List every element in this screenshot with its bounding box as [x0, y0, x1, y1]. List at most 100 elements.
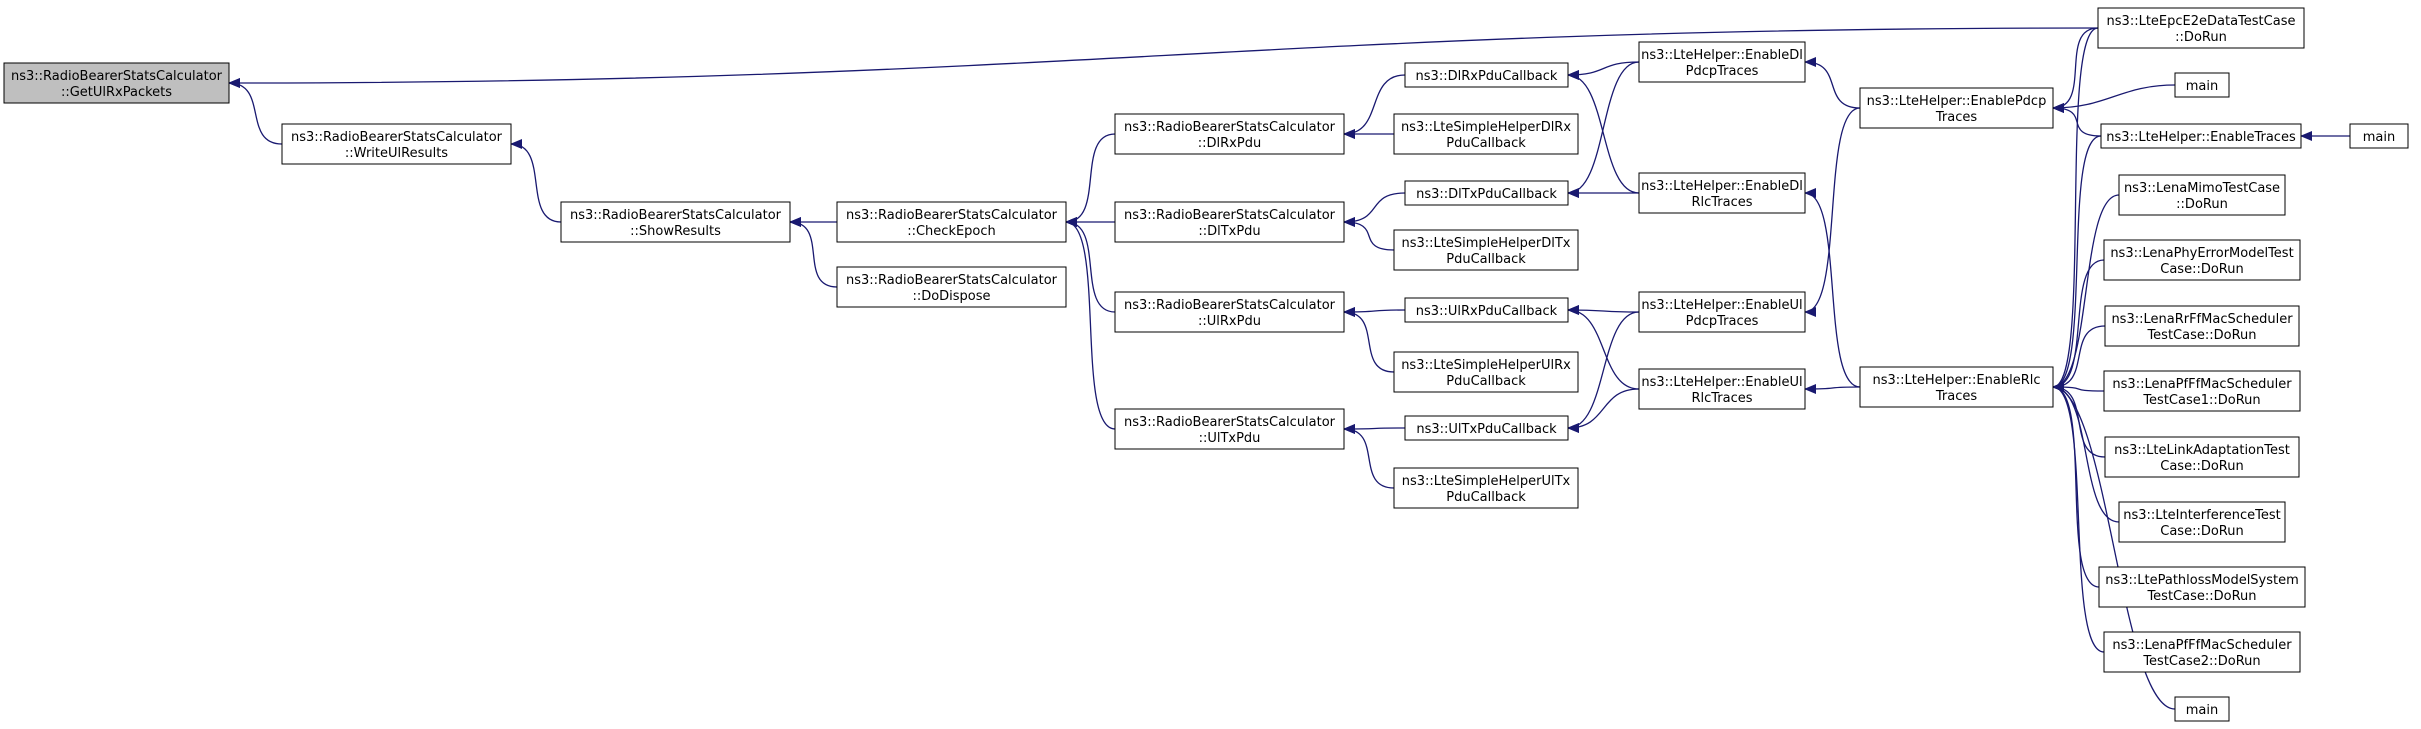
- node-box: [1859, 366, 2054, 408]
- node-pfff1[interactable]: ns3::LenaPfFfMacSchedulerTestCase1::DoRu…: [2103, 370, 2301, 412]
- node-label: TestCase1::DoRun: [2142, 393, 2260, 408]
- node-pathloss[interactable]: ns3::LtePathlossModelSystemTestCase::DoR…: [2098, 566, 2306, 608]
- node-box: [1404, 297, 1569, 323]
- node-label: ns3::LteHelper::EnableTraces: [2106, 130, 2296, 145]
- node-box: [1404, 62, 1569, 88]
- node-label: ::DoRun: [2175, 30, 2227, 45]
- node-enabletraces[interactable]: ns3::LteHelper::EnableTraces: [2100, 123, 2302, 149]
- node-label: ns3::RadioBearerStatsCalculator: [846, 273, 1058, 288]
- edge-epce2e-to-enablepdcp: [2052, 27, 2099, 113]
- node-label: TestCase2::DoRun: [2142, 654, 2260, 669]
- node-ulrxpdu[interactable]: ns3::RadioBearerStatsCalculator::UlRxPdu: [1114, 291, 1345, 333]
- node-box: [836, 201, 1067, 243]
- edge-main1-to-enablepdcp: [2052, 84, 2176, 113]
- edge-layer: [228, 27, 2350, 710]
- node-mimo[interactable]: ns3::LenaMimoTestCase::DoRun: [2118, 174, 2286, 216]
- node-label: ns3::LteSimpleHelperUlRx: [1401, 358, 1571, 373]
- node-main3[interactable]: main: [2174, 696, 2230, 722]
- edge-dlrxcb-to-dlrxpdu: [1343, 74, 1406, 139]
- node-label: ns3::LteHelper::EnablePdcp: [1867, 94, 2047, 109]
- node-label: ns3::LteHelper::EnableUl: [1641, 298, 1802, 313]
- edge-mimo-to-enablerlc: [2052, 194, 2120, 392]
- node-box: [1638, 41, 1806, 83]
- node-pfff2[interactable]: ns3::LenaPfFfMacSchedulerTestCase2::DoRu…: [2103, 631, 2301, 673]
- node-showres[interactable]: ns3::RadioBearerStatsCalculator::ShowRes…: [560, 201, 791, 243]
- node-label: ::DlTxPdu: [1198, 224, 1260, 239]
- node-main2[interactable]: main: [2349, 123, 2409, 149]
- node-box: [1404, 415, 1569, 441]
- node-dltxpdu[interactable]: ns3::RadioBearerStatsCalculator::DlTxPdu: [1114, 201, 1345, 243]
- edge-epce2e-to-enablerlc: [2052, 27, 2099, 392]
- node-label: ns3::LtePathlossModelSystem: [2105, 573, 2299, 588]
- edge-main3-to-enablerlc: [2052, 382, 2176, 710]
- node-label: ns3::RadioBearerStatsCalculator: [846, 208, 1058, 223]
- node-label: ns3::LteSimpleHelperUlTx: [1402, 474, 1571, 489]
- node-box: [560, 201, 791, 243]
- node-box: [2103, 239, 2301, 281]
- node-label: ns3::RadioBearerStatsCalculator: [1124, 120, 1336, 135]
- node-ultxpdu[interactable]: ns3::RadioBearerStatsCalculator::UlTxPdu: [1114, 408, 1345, 450]
- edge-rrff-to-enablerlc: [2052, 325, 2106, 392]
- node-layer: ns3::RadioBearerStatsCalculator::GetUlRx…: [3, 7, 2409, 722]
- node-box: [1404, 180, 1569, 206]
- node-label: ns3::LteHelper::EnableRlc: [1873, 373, 2041, 388]
- node-checkepoch[interactable]: ns3::RadioBearerStatsCalculator::CheckEp…: [836, 201, 1067, 243]
- edge-simpleulrx-to-ulrxpdu: [1343, 307, 1395, 373]
- node-dodispose[interactable]: ns3::RadioBearerStatsCalculator::DoDispo…: [836, 266, 1067, 308]
- node-label: ns3::DlRxPduCallback: [1416, 69, 1558, 84]
- node-ulrxcb[interactable]: ns3::UlRxPduCallback: [1404, 297, 1569, 323]
- node-dltxcb[interactable]: ns3::DlTxPduCallback: [1404, 180, 1569, 206]
- edge-epce2e-to-getulrx: [228, 27, 2099, 88]
- node-epce2e[interactable]: ns3::LteEpcE2eDataTestCase::DoRun: [2097, 7, 2305, 49]
- node-dlrxpdu[interactable]: ns3::RadioBearerStatsCalculator::DlRxPdu: [1114, 113, 1345, 155]
- node-label: ns3::LenaRrFfMacScheduler: [2111, 312, 2293, 327]
- node-box: [1114, 113, 1345, 155]
- node-label: ns3::LteHelper::EnableDl: [1641, 48, 1803, 63]
- node-label: main: [2186, 703, 2218, 718]
- node-main1[interactable]: main: [2174, 72, 2230, 98]
- node-label: ::UlRxPdu: [1198, 314, 1261, 329]
- node-box: [3, 62, 230, 104]
- edge-enabledlrlc-to-dlrxcb: [1567, 70, 1640, 194]
- edge-enablerlc-to-enableulrlc: [1804, 383, 1861, 394]
- node-box: [1114, 408, 1345, 450]
- node-label: TestCase::DoRun: [2146, 328, 2256, 343]
- node-label: ::GetUlRxPackets: [61, 85, 172, 100]
- node-dlrxcb[interactable]: ns3::DlRxPduCallback: [1404, 62, 1569, 88]
- edge-enabletraces-to-enablerlc: [2052, 135, 2102, 392]
- node-box: [2104, 436, 2300, 478]
- node-box: [1638, 368, 1806, 410]
- node-box: [2104, 305, 2300, 347]
- node-label: main: [2186, 79, 2218, 94]
- edge-enableulpdcp-to-ultxcb: [1567, 311, 1640, 433]
- node-label: RlcTraces: [1691, 391, 1752, 406]
- node-getulrx[interactable]: ns3::RadioBearerStatsCalculator::GetUlRx…: [3, 62, 230, 104]
- node-writeul[interactable]: ns3::RadioBearerStatsCalculator::WriteUl…: [281, 123, 512, 165]
- node-ultxcb[interactable]: ns3::UlTxPduCallback: [1404, 415, 1569, 441]
- node-label: ::UlTxPdu: [1199, 431, 1261, 446]
- node-label: ::WriteUlResults: [345, 146, 448, 161]
- node-label: PduCallback: [1446, 490, 1526, 505]
- edge-dlrxpdu-to-checkepoch: [1065, 133, 1116, 227]
- node-label: ns3::RadioBearerStatsCalculator: [11, 69, 223, 84]
- node-label: PdcpTraces: [1686, 64, 1759, 79]
- node-label: ::DoDispose: [912, 289, 990, 304]
- node-box: [2349, 123, 2409, 149]
- node-box: [2118, 174, 2286, 216]
- edge-enablepdcp-to-enableulpdcp: [1804, 107, 1861, 317]
- node-box: [1859, 87, 2054, 129]
